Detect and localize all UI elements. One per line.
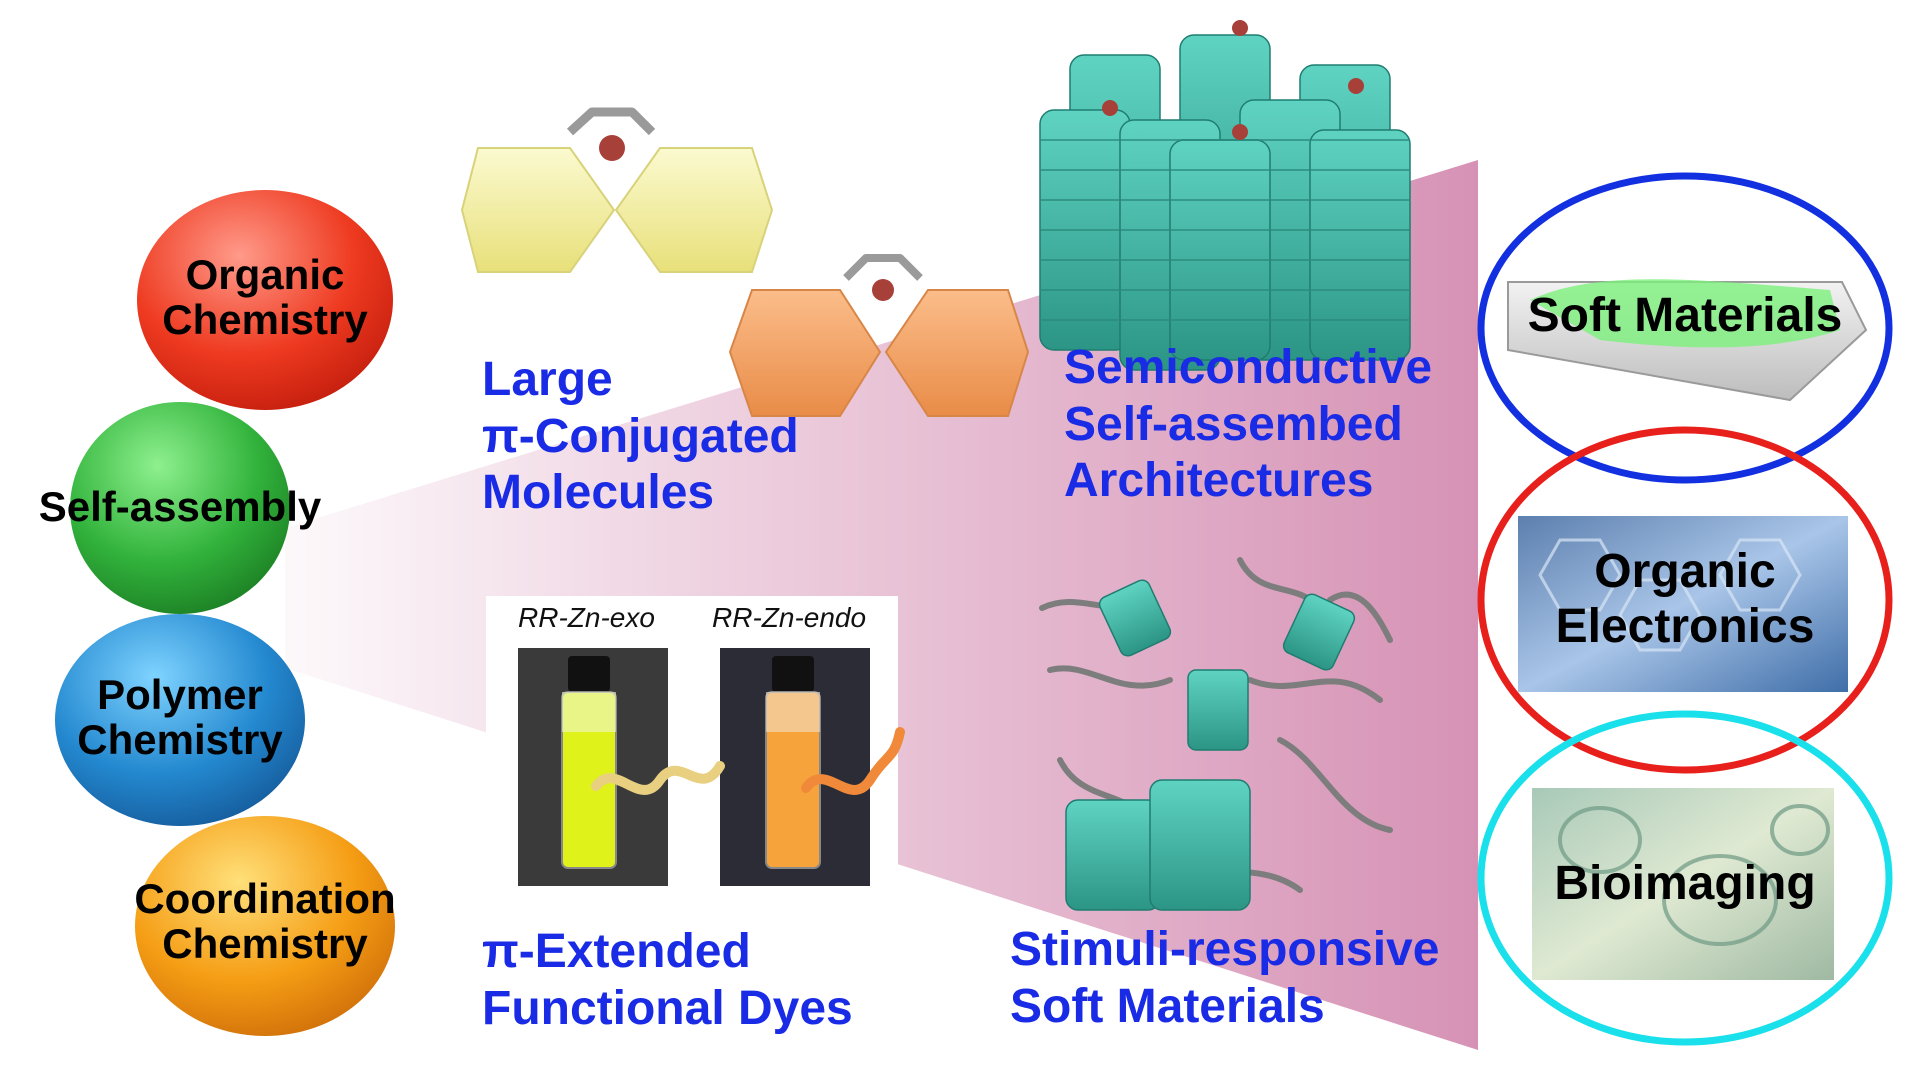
soft-materials-image [1507,279,1868,402]
vial-endo-icon [765,656,821,869]
bubble-self-assembly [70,402,290,614]
organic-electronics-image [1518,516,1848,692]
app-label-soft-materials: Soft Materials [1527,289,1843,342]
bubble-organic-chemistry [137,190,393,410]
bubble-self-assembly-label: Self-assembly [38,483,322,530]
ring-soft-materials [1477,172,1893,484]
bioimaging-image [1532,788,1834,980]
vial-exo-icon [561,656,617,869]
yellow-hexagon-dimer-icon [460,107,774,273]
bubble-coordination-chemistry [135,816,395,1036]
vial-caption-exo: RR-Zn-exo [518,602,655,633]
app-label-bioimaging: Bioimaging [1554,857,1816,910]
small-stack-icon [1065,579,1356,911]
helix-arrow-icon [591,727,905,795]
ring-bioimaging [1477,710,1893,1046]
orange-hexagon-dimer-icon [728,254,1030,417]
bubble-polymer-chemistry [55,614,305,826]
hexagon-stack-architecture-icon [1039,20,1411,371]
bioimaging-cells [1558,804,1830,946]
vial-caption-endo: RR-Zn-endo [712,602,867,633]
vials-photo [486,596,905,896]
organic-electronics-lattice [1538,538,1802,652]
ring-organic-electronics [1477,426,1893,774]
